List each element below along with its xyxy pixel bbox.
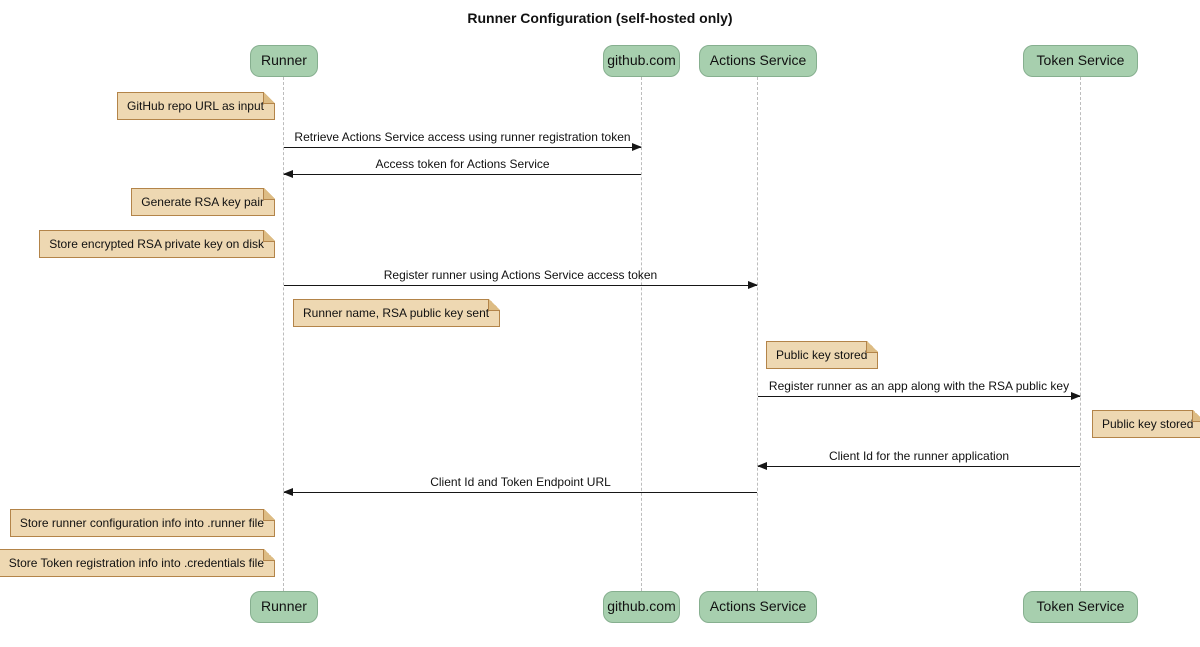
lifeline-actions-service [757, 77, 758, 591]
arrowhead-left-icon [283, 488, 293, 496]
participant-actions-service-top: Actions Service [699, 45, 817, 77]
lifeline-runner [283, 77, 284, 591]
note-fold-icon [263, 92, 275, 104]
message-label: Client Id for the runner application [828, 449, 1010, 463]
message-line [758, 392, 1081, 400]
message-register-runner-as-app: Register runner as an app along with the… [758, 379, 1081, 400]
message-label: Access token for Actions Service [375, 157, 550, 171]
message-label: Register runner as an app along with the… [768, 379, 1070, 393]
lifeline-token-service [1080, 77, 1081, 591]
lifeline-github-com [641, 77, 642, 591]
note-github-repo-url-input: GitHub repo URL as input [117, 92, 275, 120]
message-access-token-returned: Access token for Actions Service [283, 157, 641, 178]
note-text: Store Token registration info into .cred… [8, 556, 264, 570]
participant-github-com-top: github.com [603, 45, 680, 77]
arrowhead-left-icon [757, 462, 767, 470]
note-text: GitHub repo URL as input [127, 99, 264, 113]
note-fold-icon [488, 299, 501, 311]
note-fold-icon [263, 230, 275, 242]
note-fold-icon [263, 549, 275, 561]
arrowhead-right-icon [1071, 392, 1081, 400]
participant-token-service-bottom: Token Service [1023, 591, 1138, 623]
message-line [283, 488, 757, 496]
note-store-runner-config: Store runner configuration info into .ru… [9, 509, 275, 537]
message-client-id-returned: Client Id for the runner application [757, 449, 1080, 470]
message-client-id-endpoint-url: Client Id and Token Endpoint URL [283, 475, 757, 496]
note-fold-icon [1192, 410, 1200, 422]
participant-github-com-bottom: github.com [603, 591, 680, 623]
note-text: Public key stored [1102, 417, 1194, 431]
participant-token-service-top: Token Service [1023, 45, 1138, 77]
note-fold-icon [866, 341, 879, 353]
note-store-encrypted-private-key: Store encrypted RSA private key on disk [39, 230, 275, 258]
note-text: Public key stored [776, 348, 868, 362]
note-fold-icon [263, 509, 275, 521]
participant-actions-service-bottom: Actions Service [699, 591, 817, 623]
message-label: Register runner using Actions Service ac… [383, 268, 658, 282]
note-public-key-stored-actions-service: Public key stored [766, 341, 879, 369]
arrowhead-right-icon [748, 281, 758, 289]
note-text: Store runner configuration info into .ru… [19, 516, 264, 530]
participant-runner-bottom: Runner [250, 591, 318, 623]
message-label: Client Id and Token Endpoint URL [430, 475, 611, 489]
arrowhead-right-icon [632, 143, 642, 151]
participant-runner-top: Runner [250, 45, 318, 77]
note-fold-icon [263, 188, 275, 200]
note-text: Store encrypted RSA private key on disk [49, 237, 264, 251]
message-line [757, 462, 1080, 470]
diagram-title: Runner Configuration (self-hosted only) [467, 10, 733, 26]
note-runner-name-public-key-sent: Runner name, RSA public key sent [293, 299, 501, 327]
message-line [284, 143, 642, 151]
note-text: Generate RSA key pair [141, 195, 264, 209]
arrowhead-left-icon [283, 170, 293, 178]
message-label: Retrieve Actions Service access using ru… [294, 130, 631, 144]
message-retrieve-actions-access: Retrieve Actions Service access using ru… [284, 130, 642, 151]
message-line [284, 281, 758, 289]
note-public-key-stored-token-service: Public key stored [1092, 410, 1200, 438]
note-generate-rsa-key-pair: Generate RSA key pair [131, 188, 275, 216]
note-store-token-registration: Store Token registration info into .cred… [0, 549, 275, 577]
message-register-runner: Register runner using Actions Service ac… [284, 268, 758, 289]
note-text: Runner name, RSA public key sent [303, 306, 490, 320]
message-line [283, 170, 641, 178]
